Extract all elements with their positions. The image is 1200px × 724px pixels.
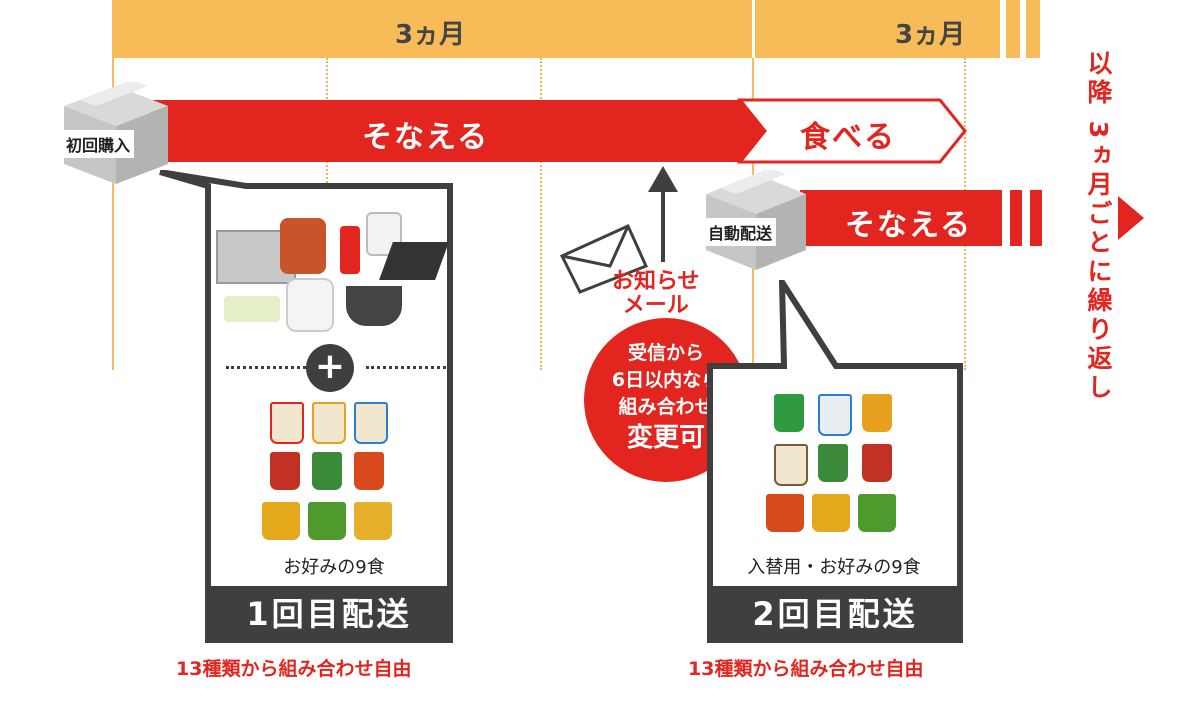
cup-noodle-icon [862,444,892,482]
cup-noodle-icon [270,402,304,444]
timeline-guide [112,58,114,370]
plus-icon: + [306,344,354,392]
cup-noodle-icon [766,494,804,532]
eat-arrow [736,98,967,164]
cup-noodle-icon [354,452,384,490]
bubble-line4: 変更可 [626,423,705,453]
cup-noodle-icon [312,402,346,444]
cup-noodle-icon [858,494,896,532]
separator-left [226,366,306,369]
caption-1: お好みの9食 [283,557,385,578]
gloves-icon [286,278,334,332]
pot-icon [346,286,402,326]
notice-title-line1: お知らせ [612,269,700,294]
gas-can-icon [340,226,360,274]
tool-bag-icon [379,242,449,280]
cup-noodle-icon [354,402,388,444]
cup-noodle-icon [862,394,892,432]
cup-noodle-icon [270,452,300,490]
stock-arrow-1 [150,100,765,162]
up-arrow [648,166,678,192]
bubble-line3: 組み合わせ [618,396,714,418]
repeat-note: 以降 3ヵ月ごとに繰り返し [1084,50,1113,404]
cup-noodle-icon [262,502,300,540]
delivery-title-1: 1回目配送 [208,586,450,642]
cup-noodle-icon [354,502,392,540]
delivery-title-2: 2回目配送 [710,586,960,642]
stove-case-icon [280,218,326,274]
stock-arrow-fragment [1030,190,1042,246]
cup-noodle-icon [818,394,852,436]
package-box-icon [706,170,806,270]
repeat-arrow-head [1118,196,1144,240]
delivery-note-1: 13種類から組み合わせ自由 [176,658,412,680]
eat-label: 食べる [800,120,896,155]
stock-label-1: そなえる [362,120,490,155]
caption-2: 入替用・お好みの9食 [747,557,921,578]
notice-title-line2: メール [622,293,689,318]
mail-icon [559,224,649,294]
cup-noodle-icon [308,502,346,540]
bubble-line2: 6日以内なら [611,369,721,391]
separator-right [366,366,446,369]
cup-noodle-icon [312,452,342,490]
utensils-icon [224,296,280,322]
notice-title: お知らせ メール [612,270,700,318]
disaster-kit-illustration [216,212,449,332]
period-label-2: 3ヵ月 [895,20,966,50]
package-box-icon [64,82,168,184]
cup-noodle-icon [774,444,808,486]
timeline-bar-fragment [1006,0,1020,58]
cup-noodle-icon [812,494,850,532]
stock-arrow-2 [800,190,1002,246]
timeline-divider [752,0,755,58]
period-label-1: 3ヵ月 [395,20,466,50]
bubble-line1: 受信から [627,342,704,364]
stock-label-2: そなえる [845,208,973,243]
timeline-bar-fragment [1026,0,1040,58]
cup-noodle-icon [818,444,848,482]
delivery-note-2: 13種類から組み合わせ自由 [688,658,924,680]
timeline-guide-dotted [540,58,542,370]
first-purchase-label: 初回購入 [62,130,135,158]
auto-delivery-label: 自動配送 [704,218,777,246]
cup-noodle-icon [774,394,804,432]
stock-arrow-fragment [1010,190,1022,246]
timeline-bar [112,0,1000,58]
